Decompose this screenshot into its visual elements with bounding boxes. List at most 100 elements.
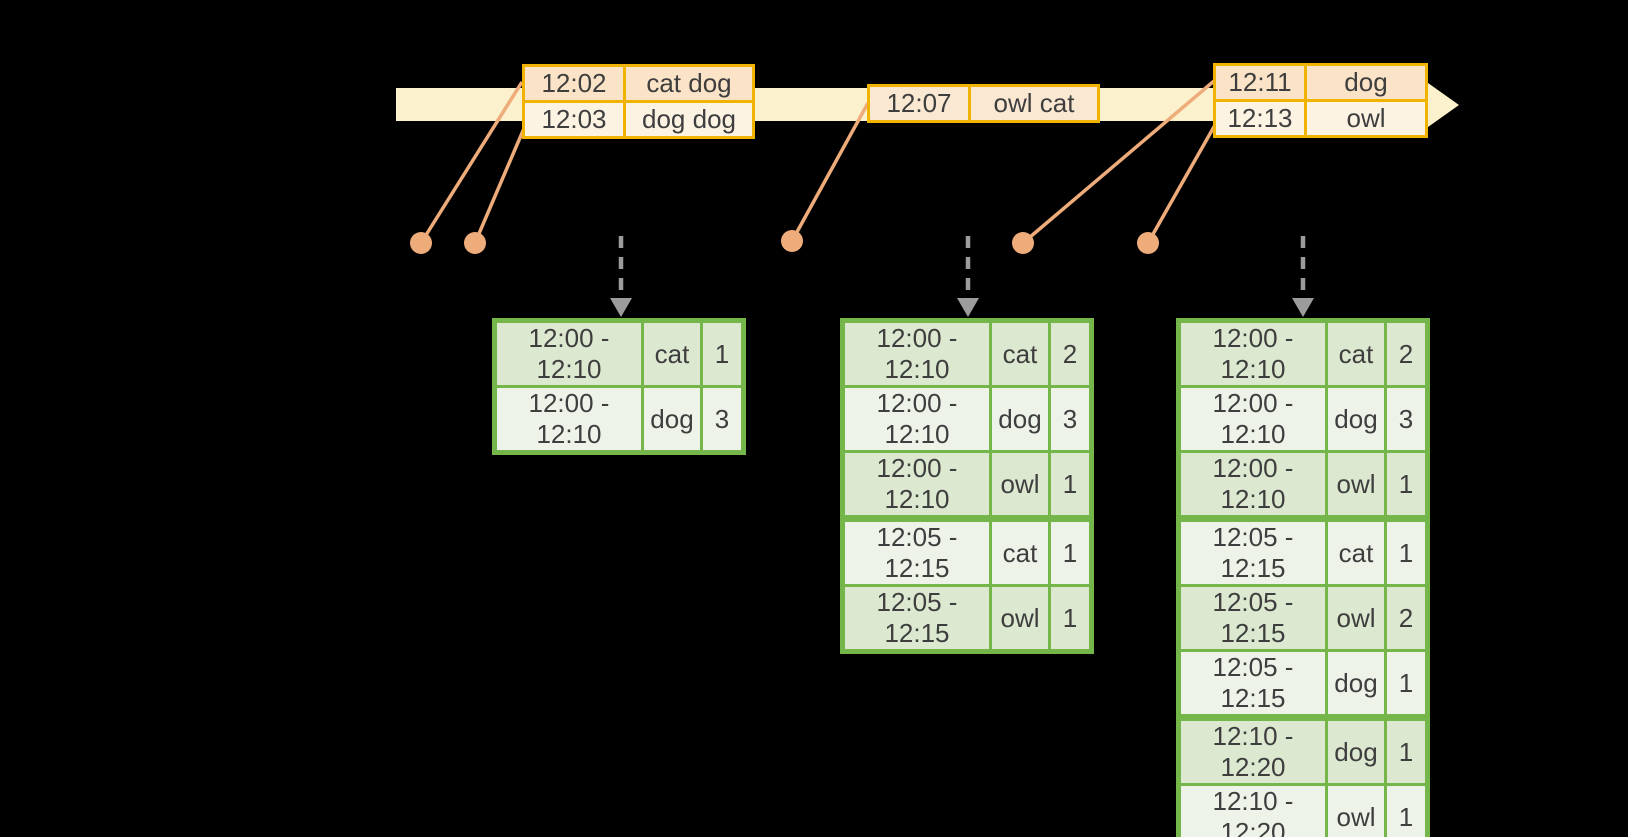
- cell-time: 12:13: [1213, 99, 1307, 138]
- cell-word: owl: [989, 450, 1051, 520]
- event-dot: [781, 230, 803, 252]
- cell-count: 2: [1384, 584, 1429, 652]
- cell-words: dog dog: [623, 100, 755, 139]
- cell-word: owl: [1325, 584, 1387, 652]
- cell-word: cat: [989, 515, 1051, 587]
- cell-word: owl: [1325, 450, 1387, 520]
- cell-word: dog: [1325, 714, 1387, 786]
- cell-words: owl cat: [968, 84, 1100, 123]
- cell-word: dog: [1325, 385, 1387, 453]
- cell-count: 1: [1048, 584, 1093, 653]
- cell-window: 12:00 - 12:10: [1177, 450, 1328, 520]
- cell-words: owl: [1304, 99, 1428, 138]
- connector-line: [1146, 124, 1217, 244]
- cell-count: 1: [1048, 450, 1093, 520]
- cell-word: owl: [1325, 783, 1387, 837]
- cell-time: 12:02: [522, 64, 626, 103]
- cell-count: 3: [1384, 385, 1429, 453]
- connector-line: [1021, 79, 1216, 245]
- cell-count: 1: [1384, 649, 1429, 719]
- event-dot: [1137, 232, 1159, 254]
- cell-window: 12:05 - 12:15: [1177, 515, 1328, 587]
- cell-word: dog: [1325, 649, 1387, 719]
- event-dot: [464, 232, 486, 254]
- event-dot: [1012, 232, 1034, 254]
- cell-window: 12:00 - 12:10: [841, 450, 992, 520]
- trigger-arrow-icon: [957, 236, 979, 317]
- cell-window: 12:00 - 12:10: [841, 319, 992, 388]
- cell-word: cat: [1325, 319, 1387, 388]
- cell-time: 12:07: [867, 84, 971, 123]
- timeline-arrowhead-icon: [1421, 78, 1459, 132]
- cell-window: 12:00 - 12:10: [1177, 319, 1328, 388]
- connector-line: [473, 125, 527, 244]
- connector-line: [790, 102, 870, 242]
- cell-count: 1: [1384, 450, 1429, 520]
- trigger-arrow-icon: [610, 236, 632, 317]
- cell-count: 2: [1048, 319, 1093, 388]
- cell-window: 12:00 - 12:10: [493, 385, 644, 454]
- cell-count: 1: [1048, 515, 1093, 587]
- cell-word: dog: [641, 385, 703, 454]
- cell-word: dog: [989, 385, 1051, 453]
- cell-window: 12:05 - 12:15: [1177, 649, 1328, 719]
- cell-window: 12:05 - 12:15: [841, 515, 992, 587]
- cell-count: 1: [700, 319, 745, 388]
- cell-count: 3: [1048, 385, 1093, 453]
- connector-line: [419, 81, 524, 244]
- cell-window: 12:00 - 12:10: [1177, 385, 1328, 453]
- cell-window: 12:00 - 12:10: [841, 385, 992, 453]
- cell-word: cat: [1325, 515, 1387, 587]
- cell-window: 12:00 - 12:10: [493, 319, 644, 388]
- cell-count: 1: [1384, 714, 1429, 786]
- cell-count: 2: [1384, 319, 1429, 388]
- cell-count: 3: [700, 385, 745, 454]
- cell-word: owl: [989, 584, 1051, 653]
- event-dot: [410, 232, 432, 254]
- cell-window: 12:05 - 12:15: [841, 584, 992, 653]
- cell-word: cat: [989, 319, 1051, 388]
- cell-count: 1: [1384, 783, 1429, 837]
- cell-window: 12:10 - 12:20: [1177, 783, 1328, 837]
- trigger-arrow-icon: [1292, 236, 1314, 317]
- cell-words: dog: [1304, 63, 1428, 102]
- cell-word: cat: [641, 319, 703, 388]
- cell-time: 12:11: [1213, 63, 1307, 102]
- cell-window: 12:10 - 12:20: [1177, 714, 1328, 786]
- cell-time: 12:03: [522, 100, 626, 139]
- cell-words: cat dog: [623, 64, 755, 103]
